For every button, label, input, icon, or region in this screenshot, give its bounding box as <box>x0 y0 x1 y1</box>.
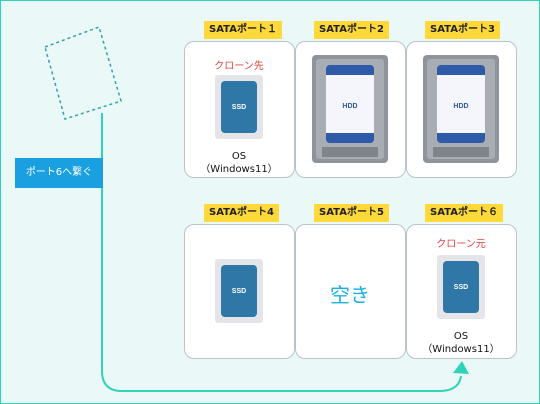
ssd-text: SSD <box>232 288 246 295</box>
port6-os-name: OS <box>453 331 469 342</box>
wire-arrowhead <box>453 361 469 374</box>
ssd-icon: SSD <box>215 259 263 323</box>
port1-label: SATAポート１ <box>204 21 282 39</box>
port5-empty-label: 空き <box>330 283 370 307</box>
port1-os-version: （Windows11） <box>200 164 278 175</box>
clone-source-label: クローン元 <box>436 239 486 250</box>
ssd-icon: SSD <box>215 75 263 139</box>
port2-label: SATAポート2 <box>314 21 389 39</box>
hdd-icon: HDD <box>423 55 499 163</box>
clone-destination-label: クローン先 <box>214 61 264 72</box>
bay-port5 <box>295 224 406 359</box>
port6-os-version: （Windows11） <box>422 344 500 355</box>
port4-label: SATAポート4 <box>204 204 279 222</box>
port3-label: SATAポート3 <box>425 21 500 39</box>
hdd-text: HDD <box>342 103 357 110</box>
hdd-icon: HDD <box>312 55 388 163</box>
hdd-text: HDD <box>453 103 468 110</box>
ssd-text: SSD <box>232 104 246 111</box>
port1-os-name: OS <box>231 151 247 162</box>
ssd-icon: SSD <box>437 255 485 319</box>
port1-os-label: OS （Windows11） <box>184 150 294 176</box>
port6-os-label: OS （Windows11） <box>406 330 516 356</box>
port6-label: SATAポート６ <box>425 204 503 222</box>
connect-port6-label: ポート6へ繋ぐ <box>15 158 103 188</box>
port5-label: SATAポート5 <box>314 204 389 222</box>
ssd-text: SSD <box>454 284 468 291</box>
